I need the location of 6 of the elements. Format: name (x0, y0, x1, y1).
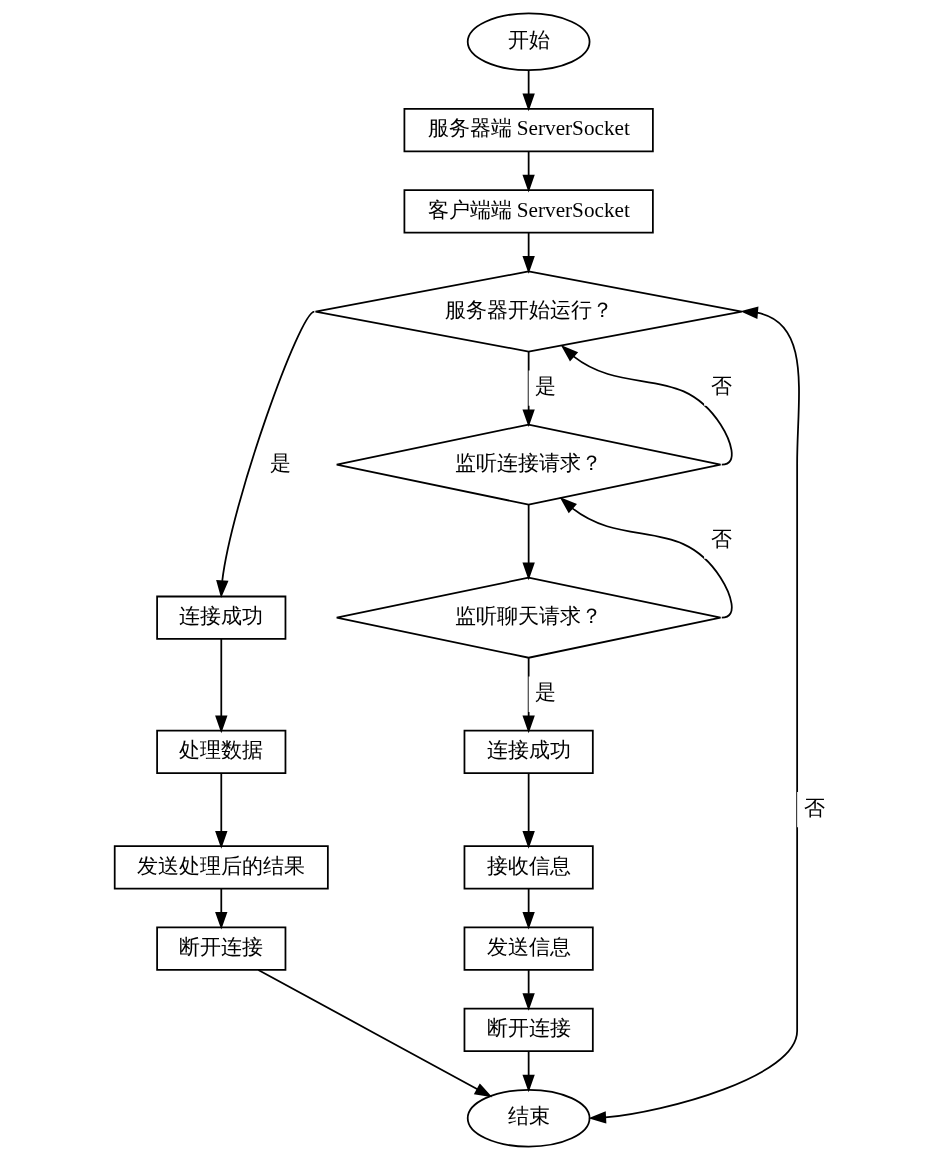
edge-label: 是 (534, 374, 556, 399)
edge-label: 否 (710, 527, 732, 552)
edge-label: 否 (803, 795, 825, 820)
edge-label: 是 (534, 680, 556, 705)
edge-label: 是 (269, 450, 291, 475)
edge-label: 否 (710, 374, 732, 399)
